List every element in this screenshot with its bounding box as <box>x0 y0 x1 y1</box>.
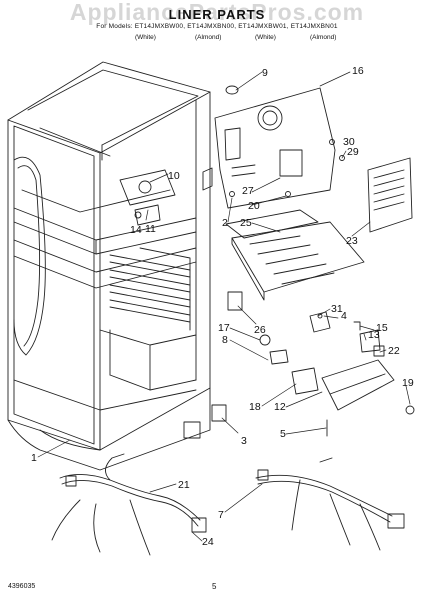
callout-19: 19 <box>402 377 414 389</box>
callout-31: 31 <box>331 303 343 315</box>
color-label-1: (White) <box>135 34 156 41</box>
wire-harness-left <box>51 453 207 556</box>
callout-16: 16 <box>352 65 364 77</box>
callout-30: 30 <box>343 136 355 148</box>
callout-22: 22 <box>388 345 400 357</box>
callout-2: 2 <box>222 217 228 229</box>
callout-17: 17 <box>218 322 230 334</box>
small-parts-drawing <box>183 85 415 439</box>
callout-20: 20 <box>248 200 260 212</box>
callout-11: 11 <box>145 223 156 235</box>
callout-5: 5 <box>280 428 286 440</box>
model-list: For Models: ET14JMXBW00, ET14JMXBN00, ET… <box>96 23 338 30</box>
callout-1: 1 <box>31 452 37 464</box>
color-label-4: (Almond) <box>310 34 337 41</box>
liner-drawing <box>7 61 213 471</box>
callout-13: 13 <box>368 329 380 341</box>
color-label-2: (Almond) <box>195 34 222 41</box>
callout-23: 23 <box>346 235 358 247</box>
callout-15: 15 <box>376 322 388 334</box>
callout-26: 26 <box>254 324 266 336</box>
callout-9: 9 <box>262 67 268 79</box>
callout-21: 21 <box>178 479 190 491</box>
wire-harness-right <box>255 457 405 551</box>
document-number: 4396035 <box>8 583 36 590</box>
callout-3: 3 <box>241 435 247 447</box>
callout-4: 4 <box>341 310 347 322</box>
callout-8: 8 <box>222 334 228 346</box>
callout-18: 18 <box>249 401 261 413</box>
callout-12: 12 <box>274 401 286 413</box>
callout-24: 24 <box>202 536 214 548</box>
evaporator-cover-drawing <box>214 87 336 209</box>
watermark: AppliancePartsPros.com <box>69 0 365 25</box>
callout-labels: 1 2 3 4 5 7 8 9 10 11 12 13 14 15 16 17 … <box>31 65 414 548</box>
page-number: 5 <box>212 582 217 591</box>
callout-29: 29 <box>347 146 359 158</box>
callout-27: 27 <box>242 185 254 197</box>
page-title: LINER PARTS <box>168 7 266 22</box>
leader-lines <box>37 71 411 542</box>
callout-7: 7 <box>218 509 224 521</box>
evaporator-drawing <box>225 209 319 239</box>
callout-25: 25 <box>240 217 252 229</box>
callout-10: 10 <box>168 170 180 182</box>
callout-14: 14 <box>130 224 142 236</box>
color-label-3: (White) <box>255 34 276 41</box>
drip-tray-drawing <box>231 221 365 301</box>
vent-grille-drawing <box>367 157 413 233</box>
